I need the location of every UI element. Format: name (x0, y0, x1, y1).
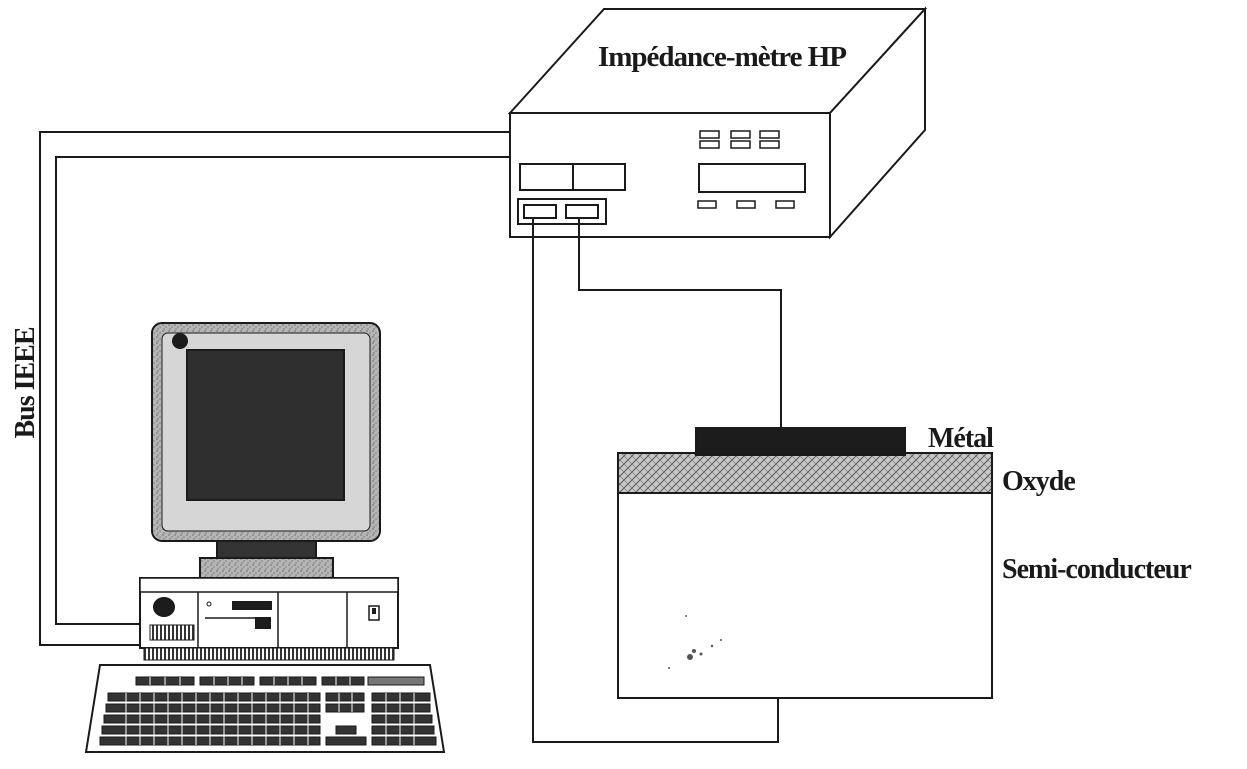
computer (84, 322, 446, 753)
meter-display-right (572, 163, 626, 191)
monitor-stand-base (199, 557, 334, 579)
metal-gate (695, 427, 906, 456)
meter-button-3[interactable] (775, 200, 795, 209)
mos-structure (617, 427, 993, 699)
probe-cable-gate (578, 218, 782, 428)
metal-label: Métal (928, 423, 994, 454)
instrument-label: Impédance-mètre HP (598, 41, 846, 73)
system-unit-base (143, 647, 395, 661)
impedance-meter (507, 6, 928, 240)
system-unit-top (139, 577, 399, 593)
bus-label: Bus IEEE (10, 327, 41, 438)
probe-cable-substrate (532, 218, 779, 743)
meter-display-left (519, 163, 574, 191)
meter-connector-high[interactable] (565, 204, 599, 219)
meter-keypad-icon (699, 130, 780, 149)
keyboard-key-gaps (125, 677, 415, 745)
monitor-logo-icon (172, 333, 188, 349)
oxide-label: Oxyde (1002, 466, 1075, 497)
monitor-screen (186, 349, 345, 501)
meter-main-readout (698, 163, 806, 193)
power-button-icon[interactable] (153, 597, 175, 617)
probe-cables (532, 218, 782, 743)
meter-button-1[interactable] (697, 200, 717, 209)
meter-button-2[interactable] (736, 200, 756, 209)
floppy-drive-slot[interactable] (232, 601, 272, 610)
floppy-drive-button[interactable] (255, 617, 271, 629)
substrate-specks (668, 615, 722, 669)
semiconductor-substrate (617, 492, 993, 699)
semiconductor-label: Semi-conducteur (1002, 554, 1191, 585)
oxide-layer (617, 452, 993, 494)
ieee-bus-cable (39, 131, 510, 646)
meter-connector-low[interactable] (523, 204, 557, 219)
speaker-grille (149, 624, 195, 641)
